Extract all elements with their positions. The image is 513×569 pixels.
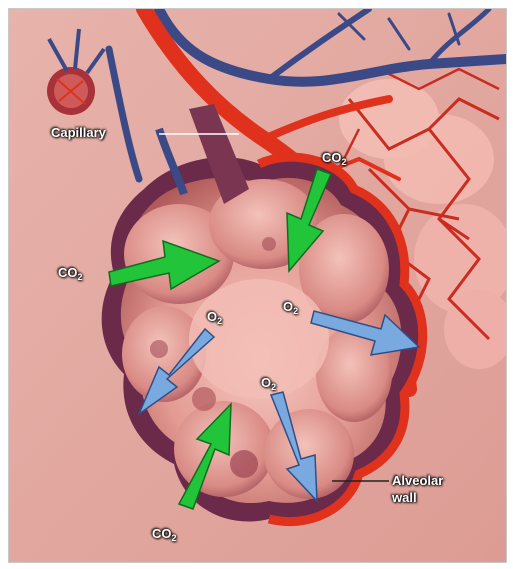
alveolar-wall-label-line1: Alveolar <box>392 472 443 489</box>
alveolus-diagram: Capillary CO2 CO2 CO2 O2 O2 O2 Alveolar … <box>8 8 507 563</box>
alveolar-wall-label-line2: wall <box>392 489 443 506</box>
co2-label-bottom: CO2 <box>152 526 177 546</box>
o2-label-center: O2 <box>261 375 276 395</box>
alveolar-wall-label: Alveolar wall <box>392 472 443 506</box>
o2-label-right: O2 <box>283 299 298 319</box>
co2-label-left: CO2 <box>58 265 83 285</box>
capillary-label: Capillary <box>51 125 106 140</box>
o2-label-left: O2 <box>207 309 222 329</box>
co2-label-top: CO2 <box>322 150 347 170</box>
